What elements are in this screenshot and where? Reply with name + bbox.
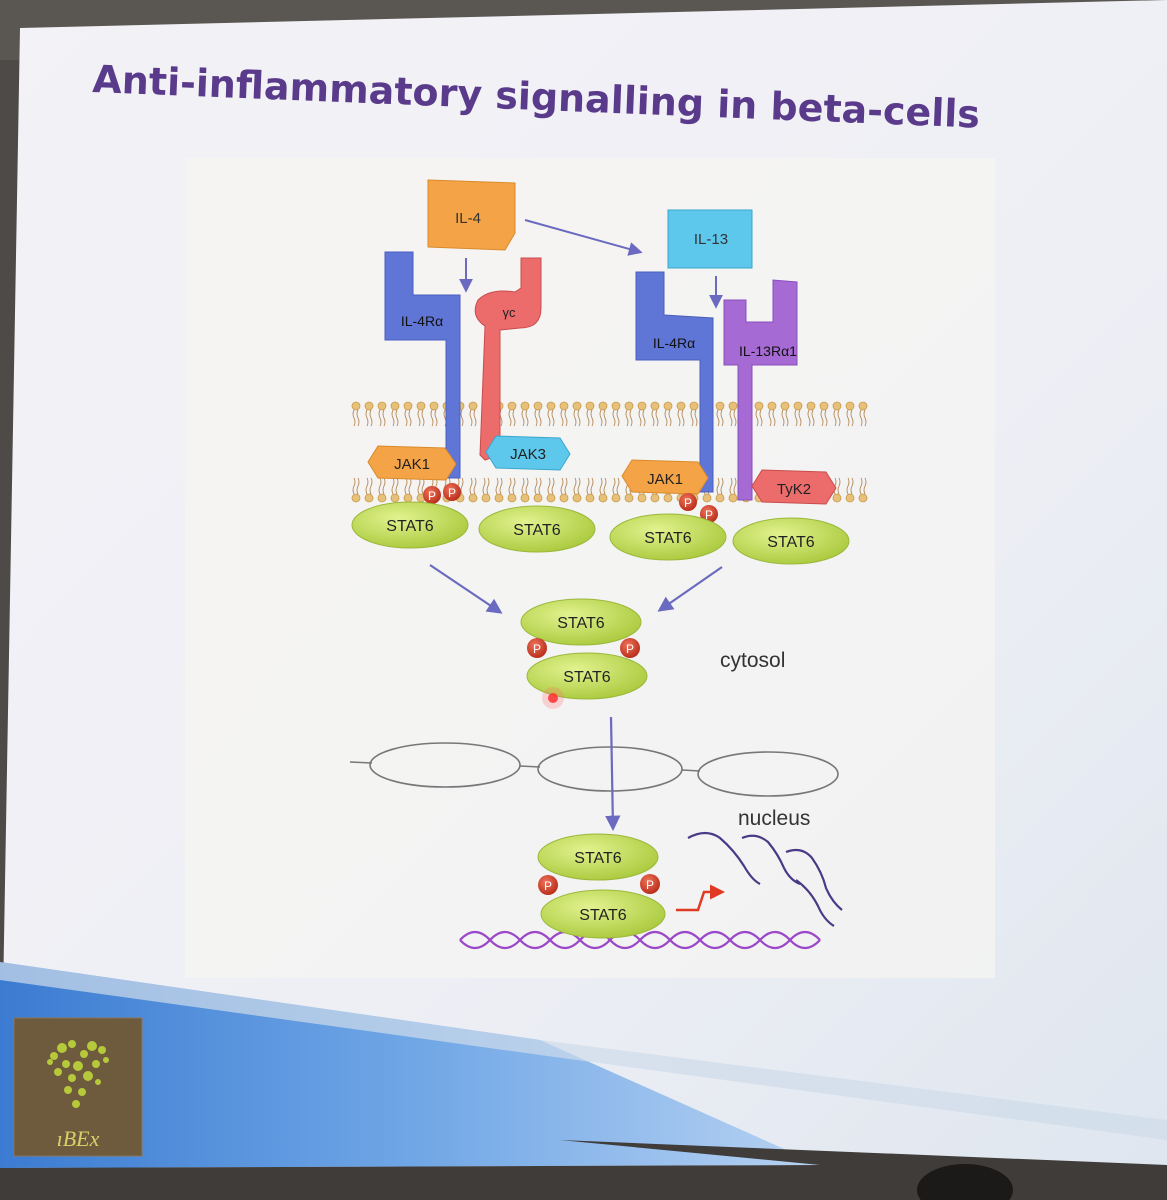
il4ra-left-label: IL-4Rα bbox=[401, 313, 443, 329]
stat6-right-1: STAT6 bbox=[609, 513, 727, 561]
arrow-left-converge bbox=[429, 564, 503, 614]
logo-text: ıBEx bbox=[57, 1126, 100, 1151]
arrow-right-converge bbox=[657, 566, 723, 612]
il13-label: IL-13 bbox=[694, 231, 728, 248]
nucleus-label: nucleus bbox=[738, 807, 810, 830]
projector-device bbox=[917, 1164, 1013, 1200]
stat6-left-2: STAT6 bbox=[478, 505, 596, 553]
laser-pointer-dot bbox=[542, 687, 564, 709]
phospho-group: P bbox=[538, 875, 558, 895]
svg-text:STAT6: STAT6 bbox=[557, 615, 605, 632]
svg-text:STAT6: STAT6 bbox=[767, 534, 815, 551]
tyk2-label: TyK2 bbox=[777, 481, 811, 498]
il13-ligand: IL-13 bbox=[667, 209, 753, 269]
svg-text:P: P bbox=[705, 508, 713, 522]
nuclear-envelope bbox=[349, 742, 839, 797]
phospho-group: P bbox=[423, 486, 441, 504]
il4ra-receptor-right: IL-4Rα bbox=[635, 271, 714, 493]
il13ra1-label: IL-13Rα1 bbox=[739, 343, 797, 359]
tyk2: TyK2 bbox=[751, 469, 837, 505]
jak3-label: JAK3 bbox=[510, 446, 546, 463]
footer-band bbox=[0, 962, 820, 1168]
svg-text:P: P bbox=[448, 486, 456, 500]
jak1-right: JAK1 bbox=[621, 459, 709, 495]
svg-text:STAT6: STAT6 bbox=[574, 850, 622, 867]
mrna-transcripts bbox=[687, 831, 843, 927]
il4ra-right-label: IL-4Rα bbox=[653, 335, 695, 351]
jak1-left: JAK1 bbox=[367, 445, 457, 481]
svg-text:STAT6: STAT6 bbox=[513, 522, 561, 539]
transcription-arrow bbox=[676, 884, 725, 912]
jak1-right-label: JAK1 bbox=[647, 471, 683, 488]
stat6-right-2: STAT6 bbox=[732, 517, 850, 565]
svg-text:P: P bbox=[428, 489, 436, 503]
il13ra1-receptor: IL-13Rα1 bbox=[723, 279, 798, 501]
jak1-left-label: JAK1 bbox=[394, 456, 430, 473]
gamma-c-label: γc bbox=[503, 305, 517, 320]
stat6-dimer-cytosol: STAT6 STAT6 bbox=[520, 598, 648, 700]
gamma-c-receptor: γc bbox=[474, 257, 542, 461]
il4-ligand: IL-4 bbox=[427, 179, 516, 251]
phospho-group: P bbox=[679, 493, 697, 511]
il4-label: IL-4 bbox=[455, 210, 481, 227]
phospho-group: P bbox=[443, 483, 461, 501]
svg-text:STAT6: STAT6 bbox=[644, 530, 692, 547]
svg-text:STAT6: STAT6 bbox=[386, 518, 434, 535]
arrow-nuclear-translocation bbox=[605, 716, 621, 832]
cytosol-label: cytosol bbox=[720, 649, 785, 672]
phospho-group: P bbox=[620, 638, 640, 658]
dna-helix bbox=[459, 930, 821, 950]
il4ra-receptor-left: IL-4Rα bbox=[384, 251, 461, 479]
phospho-group: P bbox=[700, 505, 718, 523]
phospho-group: P bbox=[640, 874, 660, 894]
svg-text:P: P bbox=[626, 642, 634, 656]
svg-text:STAT6: STAT6 bbox=[579, 907, 627, 924]
phospho-group: P bbox=[527, 638, 547, 658]
stat6-left-1: STAT6 bbox=[351, 501, 469, 549]
arrow-il4-to-il13 bbox=[524, 219, 643, 256]
jak3: JAK3 bbox=[485, 435, 571, 471]
svg-text:P: P bbox=[646, 878, 654, 892]
ibex-logo: ıBEx bbox=[13, 1017, 143, 1157]
svg-text:P: P bbox=[544, 879, 552, 893]
svg-text:STAT6: STAT6 bbox=[563, 669, 611, 686]
svg-text:P: P bbox=[684, 496, 692, 510]
stat6-dimer-nucleus: STAT6 STAT6 bbox=[537, 833, 666, 939]
svg-text:P: P bbox=[533, 642, 541, 656]
heart-leaf-icon bbox=[47, 1040, 109, 1108]
